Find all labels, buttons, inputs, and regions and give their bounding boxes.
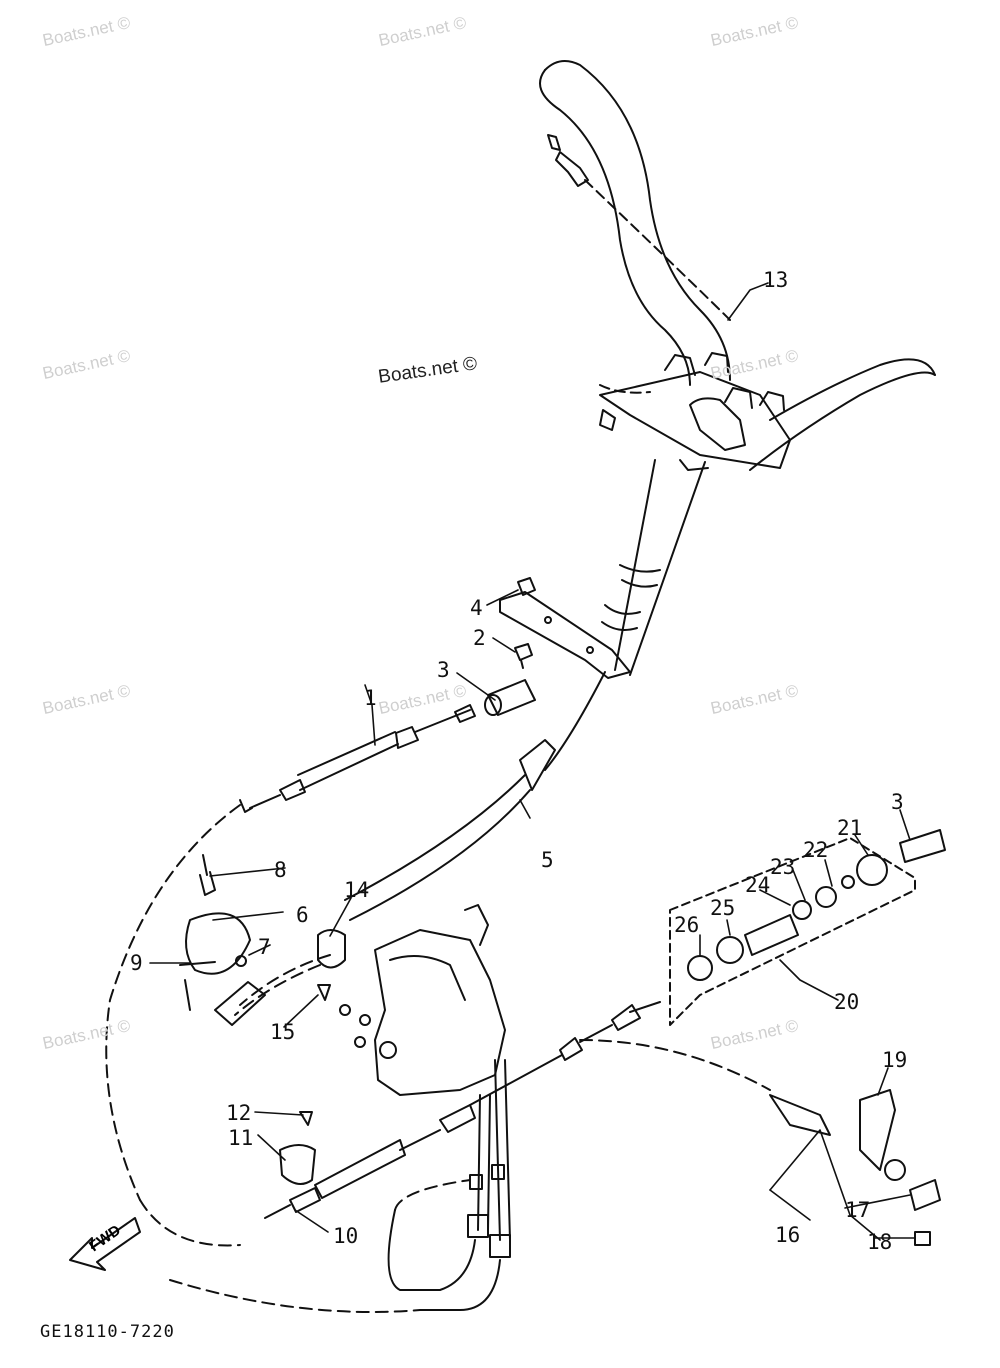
steering-column — [499, 459, 709, 679]
cable-10 — [139, 1001, 771, 1247]
cable-5 — [214, 671, 606, 1026]
callout-7: 7 — [258, 935, 271, 959]
callout-10: 10 — [333, 1224, 359, 1248]
callout-8: 8 — [274, 858, 287, 882]
callout-9: 9 — [130, 951, 143, 975]
handlebar — [539, 60, 936, 471]
callout-4: 4 — [470, 596, 483, 620]
callout-13: 13 — [763, 268, 789, 292]
callout-17: 17 — [845, 1198, 871, 1222]
callout-20: 20 — [834, 990, 860, 1014]
callout-23: 23 — [770, 855, 796, 879]
callout-16: 16 — [775, 1223, 801, 1247]
callout-22: 22 — [803, 838, 829, 862]
callout-18: 18 — [867, 1230, 893, 1254]
clamp-11-12 — [279, 1111, 316, 1185]
callout-11: 11 — [228, 1126, 254, 1150]
cable-1 — [105, 704, 476, 1201]
clamp-6-9 — [179, 854, 251, 1011]
grommet-3-upper — [484, 679, 536, 716]
fwd-arrow-icon — [69, 1217, 141, 1271]
callout-25: 25 — [710, 896, 736, 920]
diagram-code: GE18110-7220 — [40, 1322, 175, 1342]
fitting-assembly-20 — [669, 829, 946, 1026]
hoses — [169, 1059, 511, 1313]
clamp-14 — [317, 929, 346, 1001]
callout-12: 12 — [226, 1101, 252, 1125]
nut-4-screw-2 — [514, 577, 536, 669]
callout-6: 6 — [296, 903, 309, 927]
callout-19: 19 — [882, 1048, 908, 1072]
callout-26: 26 — [674, 913, 700, 937]
callout-1: 1 — [364, 686, 377, 710]
callout-5: 5 — [541, 848, 554, 872]
callout-15: 15 — [270, 1020, 296, 1044]
callout-14: 14 — [344, 878, 370, 902]
callout-21: 21 — [837, 816, 863, 840]
throttle-cable — [547, 134, 731, 394]
leader-lines — [149, 282, 916, 1241]
callout-3: 3 — [891, 790, 904, 814]
pump-assembly — [339, 904, 506, 1096]
lever-16-19 — [769, 1089, 941, 1246]
callout-2: 2 — [473, 626, 486, 650]
callout-24: 24 — [745, 873, 771, 897]
callout-3: 3 — [437, 658, 450, 682]
